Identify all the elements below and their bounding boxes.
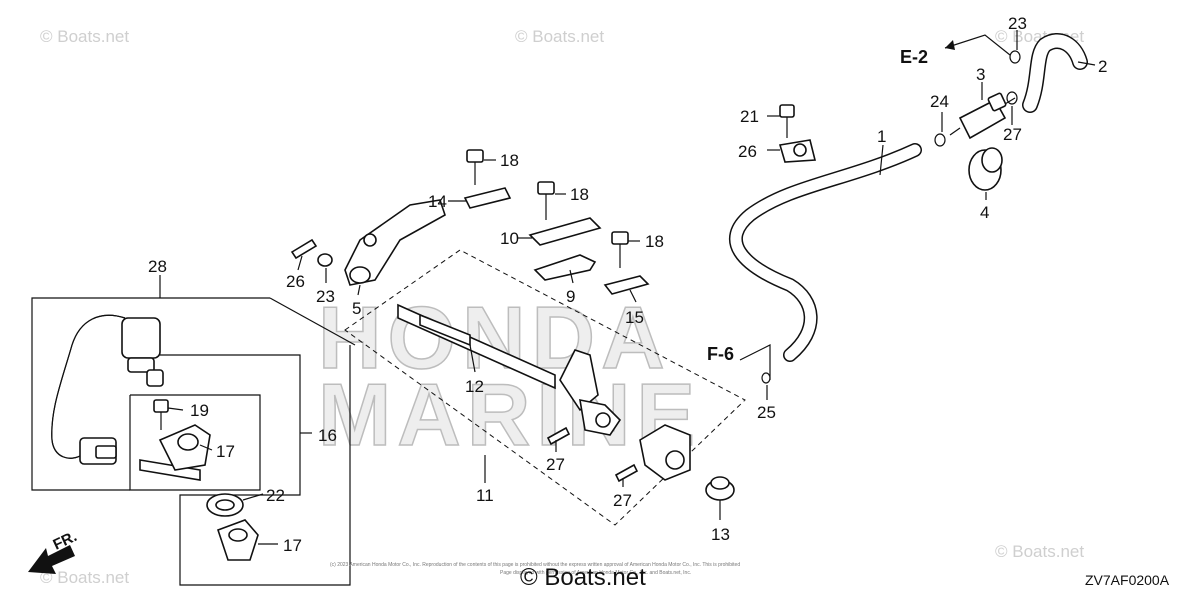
- filter-cap-4: [968, 147, 1003, 191]
- clip-23b: [934, 133, 946, 147]
- watermark-top-left: © Boats.net: [40, 27, 129, 46]
- callout-4[interactable]: 4: [980, 203, 989, 222]
- callout-18b[interactable]: 18: [570, 185, 589, 204]
- callout-8[interactable]: 9: [566, 287, 575, 306]
- copyright-line-1: (c) 2023 American Honda Motor Co., Inc. …: [330, 562, 740, 568]
- grommet-12: [705, 476, 735, 501]
- watermark-bottom-right: © Boats.net: [995, 542, 1084, 561]
- callout-19[interactable]: 19: [190, 401, 209, 420]
- callout-18a[interactable]: 18: [500, 151, 519, 170]
- callout-12[interactable]: 13: [711, 525, 730, 544]
- callout-14[interactable]: 15: [625, 308, 644, 327]
- lever-5: [344, 199, 446, 286]
- callout-16[interactable]: 17: [216, 442, 235, 461]
- leader-lines: [159, 30, 1096, 545]
- sensor-assembly-boxes: [31, 297, 356, 586]
- callout-18c[interactable]: 18: [645, 232, 664, 251]
- callout-9[interactable]: 10: [500, 229, 519, 248]
- callout-15[interactable]: 16: [318, 426, 337, 445]
- callout-26a[interactable]: 27: [546, 455, 565, 474]
- pin-26a: [546, 426, 571, 446]
- callout-27[interactable]: 27: [1003, 125, 1022, 144]
- hose-2: [1022, 33, 1088, 113]
- callout-28[interactable]: 28: [148, 257, 167, 276]
- plate-14: [603, 275, 650, 295]
- callout-1[interactable]: 1: [877, 127, 886, 146]
- callout-labels: 23 2 3 24 27 4 1 21 26 18 14 18 10 18 9 …: [148, 14, 1107, 555]
- reference-f6[interactable]: F-6: [707, 344, 734, 364]
- box-16-19: [129, 394, 261, 491]
- callout-24[interactable]: 26: [738, 142, 757, 161]
- callout-23a[interactable]: 23: [1008, 14, 1027, 33]
- callout-20[interactable]: 21: [740, 107, 759, 126]
- brand-watermark-line1: HONDA: [318, 288, 671, 387]
- front-indicator-label: FR.: [51, 528, 80, 554]
- box-28-diagonal: [269, 297, 356, 346]
- reference-e2[interactable]: E-2: [900, 47, 928, 67]
- rod-11: [397, 303, 556, 390]
- bolt-18b-head: [537, 181, 555, 195]
- callout-23b[interactable]: 24: [930, 92, 949, 111]
- copyright-line-2: Page displayed with permission of Americ…: [500, 570, 691, 576]
- front-arrow-icon: [28, 545, 75, 574]
- callout-11[interactable]: 12: [465, 377, 484, 396]
- callout-10[interactable]: 11: [476, 486, 494, 505]
- watermark-bottom-left: © Boats.net: [40, 568, 129, 587]
- watermark-layer: © Boats.net © Boats.net © Boats.net © Bo…: [40, 27, 1084, 587]
- cam-12-body: [639, 424, 691, 481]
- clip-23a: [1009, 50, 1021, 64]
- ref-e2-arrow: [944, 34, 1011, 56]
- callout-25[interactable]: 26: [286, 272, 305, 291]
- sensor-body: [121, 317, 161, 359]
- fuel-hose-1: [728, 143, 922, 362]
- bolt-18a-head: [466, 149, 484, 163]
- clamp-24: [778, 139, 817, 163]
- clip-23c: [761, 372, 771, 384]
- callout-2[interactable]: 2: [1098, 57, 1107, 76]
- callout-21[interactable]: 22: [266, 486, 285, 505]
- pin-26b: [614, 463, 639, 483]
- bolt-19: [153, 399, 169, 430]
- assembly-outline-10: [344, 249, 746, 526]
- plate-9: [528, 217, 602, 246]
- plate-8: [533, 254, 597, 281]
- washer-22: [317, 253, 333, 267]
- callout-26b[interactable]: 27: [613, 491, 632, 510]
- callout-13[interactable]: 14: [428, 192, 447, 211]
- bracket-16: [139, 424, 211, 481]
- holder-17: [216, 519, 259, 561]
- callout-17[interactable]: 17: [283, 536, 302, 555]
- box-15: [160, 345, 351, 586]
- diagram-code: ZV7AF0200A: [1085, 572, 1170, 588]
- ref-f6-leader: [739, 344, 771, 380]
- linkage-bracket: [559, 349, 622, 436]
- watermark-top-center: © Boats.net: [515, 27, 604, 46]
- bolt-18c-head: [611, 231, 629, 245]
- brand-watermark-line2: MARINE: [318, 365, 701, 464]
- callout-22[interactable]: 23: [316, 287, 335, 306]
- sensor-harness: [51, 314, 164, 465]
- bolt-20: [779, 104, 795, 138]
- clip-27: [1006, 91, 1018, 105]
- watermark-bottom-center: © Boats.net: [520, 564, 646, 591]
- callout-23c[interactable]: 25: [757, 403, 776, 422]
- fuel-filter-3: [949, 92, 1016, 140]
- box-28: [31, 297, 160, 491]
- callout-3[interactable]: 3: [976, 65, 985, 84]
- plate-13: [463, 187, 512, 209]
- pin-25: [290, 238, 318, 260]
- callout-5[interactable]: 5: [352, 299, 361, 318]
